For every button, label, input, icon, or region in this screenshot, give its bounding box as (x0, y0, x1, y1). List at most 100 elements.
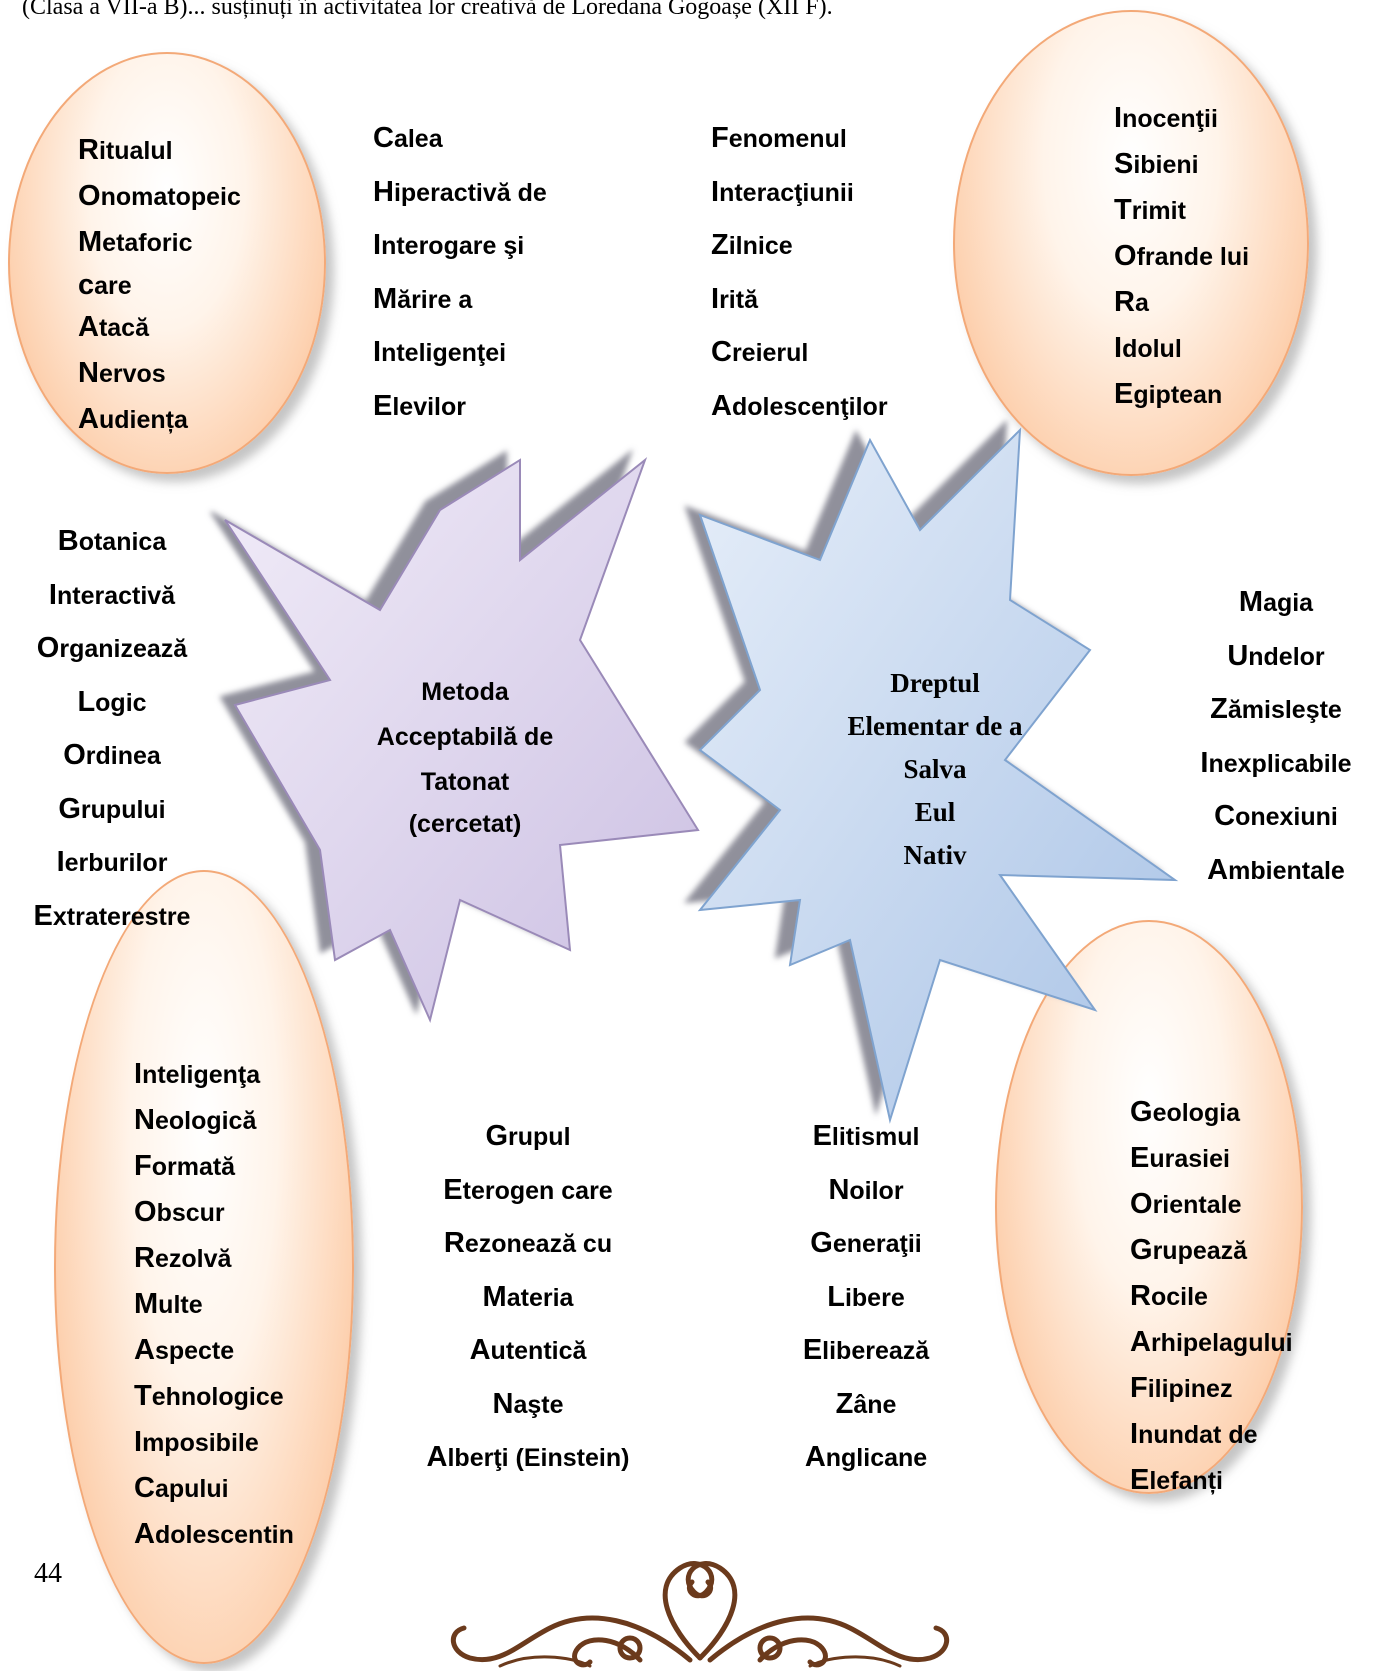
acrostic-word: Alberţi (Einstein) (426, 1441, 630, 1473)
acrostic-word: Logic (77, 685, 147, 718)
star-left-line: Acceptabilă de (376, 723, 554, 751)
acrostic-word: Conexiuni (1214, 800, 1338, 832)
acrostic-word: Extraterestre (33, 899, 191, 932)
acrostic-word: Formată (134, 1150, 236, 1182)
column-fenomenul: Fenomenul Interacţiunii Zilnice Irită Cr… (711, 112, 888, 433)
acrostic-word: Eurasiei (1130, 1142, 1230, 1174)
acrostic-word: Rezonează cu (443, 1227, 613, 1259)
acrostic-word: Orientale (1130, 1188, 1242, 1220)
column-calea: Calea Hiperactivă de Interogare şi Mărir… (373, 112, 547, 433)
acrostic-word: Noilor (828, 1173, 904, 1206)
acrostic-word: Adolescenţilor (711, 389, 888, 422)
acrostic-word: Creierul (711, 336, 809, 368)
header-caption: (Clasa a VII-a B)... susținuți în activi… (22, 0, 833, 20)
acrostic-word: Zilnice (711, 229, 793, 261)
acrostic-word: Undelor (1227, 639, 1325, 672)
acrostic-word: Elevilor (373, 389, 466, 422)
acrostic-word: Grupează (1130, 1234, 1248, 1266)
star-left-line: Metoda (421, 678, 509, 706)
star-left-text: Metoda Acceptabilă de Tatonat (cercetat) (340, 670, 590, 843)
acrostic-word: Autentică (469, 1334, 587, 1366)
oval-bottom-left-text: Inteligenţa Neologică Formată Obscur Rez… (134, 1052, 294, 1558)
star-right-text: Dreptul Elementar de a Salva Eul Nativ (800, 662, 1070, 877)
acrostic-word: Metaforic (78, 226, 193, 258)
acrostic-word: Zămisleşte (1210, 693, 1342, 725)
acrostic-word: Mărire a (373, 282, 473, 315)
acrostic-word: Interacţiunii (711, 175, 854, 208)
column-elitismul: Elitismul Noilor Generaţii Libere Eliber… (780, 1110, 952, 1485)
acrostic-word: Ra (1114, 286, 1149, 318)
acrostic-word: Inexplicabile (1200, 746, 1352, 779)
star-left-shape (224, 457, 700, 1024)
column-magia: Magia Undelor Zămisleşte Inexplicabile C… (1188, 576, 1364, 897)
acrostic-word: Inundat de (1130, 1418, 1258, 1450)
page-number: 44 (34, 1558, 62, 1589)
column-grupul: Grupul Eterogen care Rezonează cu Materi… (418, 1110, 638, 1485)
acrostic-word: Libere (827, 1280, 905, 1313)
acrostic-word: Rocile (1130, 1280, 1208, 1312)
acrostic-word: Grupului (58, 792, 166, 825)
acrostic-word: Ofrande lui (1114, 240, 1250, 272)
acrostic-word: Adolescentin (134, 1518, 294, 1550)
acrostic-word: Elitismul (812, 1120, 920, 1152)
star-right-line: Nativ (903, 840, 967, 870)
star-right-line: Dreptul (890, 668, 980, 698)
acrostic-word: Ritualul (78, 134, 173, 166)
oval-bottom-right (995, 920, 1303, 1494)
acrostic-word: Geologia (1130, 1096, 1241, 1128)
star-right-line: Salva (903, 754, 967, 784)
acrostic-word: Calea (373, 122, 443, 154)
acrostic-word: Rezolvă (134, 1242, 232, 1274)
ornament-flourish (451, 1561, 949, 1668)
acrostic-word: Hiperactivă de (373, 175, 547, 208)
column-botanica: Botanica Interactivă Organizează Logic O… (18, 515, 206, 943)
acrostic-word: Grupul (485, 1120, 571, 1152)
acrostic-word: Arhipelagului (1130, 1326, 1293, 1358)
acrostic-word: Tehnologice (134, 1380, 284, 1412)
acrostic-word: Materia (482, 1280, 574, 1313)
acrostic-word: Imposibile (134, 1426, 259, 1458)
acrostic-word: Inteligenţei (373, 336, 507, 368)
acrostic-word: Fenomenul (711, 122, 847, 154)
acrostic-word: Aspecte (134, 1334, 235, 1366)
acrostic-word: Audiența (78, 403, 188, 435)
acrostic-word: Eterogen care (443, 1173, 613, 1206)
acrostic-word: Ambientale (1207, 853, 1345, 886)
acrostic-word: Eliberează (802, 1334, 930, 1366)
acrostic-word: Irită (711, 282, 758, 315)
acrostic-word: Atacă (78, 311, 149, 343)
star-right-line: Elementar de a (847, 711, 1023, 741)
oval-top-right (953, 10, 1309, 476)
acrostic-word: Egiptean (1114, 378, 1223, 410)
acrostic-word: Inocenţii (1114, 102, 1218, 134)
acrostic-word: Sibieni (1114, 148, 1199, 180)
acrostic-word: Idolul (1114, 332, 1182, 364)
acrostic-word: Generaţii (810, 1227, 922, 1259)
acrostic-word: Interogare şi (373, 229, 525, 261)
acrostic-word: Capului (134, 1472, 229, 1504)
star-right-line: Eul (914, 797, 956, 827)
acrostic-word: Multe (134, 1288, 203, 1320)
acrostic-word: Anglicane (804, 1441, 928, 1473)
acrostic-word: Zâne (835, 1387, 897, 1420)
acrostic-word: Elefanți (1130, 1464, 1223, 1496)
acrostic-word: care (78, 269, 132, 301)
acrostic-word: Organizează (36, 632, 188, 664)
oval-top-right-text: Inocenţii Sibieni Trimit Ofrande lui Ra … (1114, 96, 1249, 418)
acrostic-word: Naşte (492, 1387, 564, 1420)
acrostic-word: Ierburilor (56, 846, 168, 878)
oval-bottom-right-text: Geologia Eurasiei Orientale Grupează Roc… (1130, 1090, 1293, 1504)
acrostic-word: Interactivă (48, 578, 176, 611)
oval-top-left-text: Ritualul Onomatopeic Metaforic care Atac… (78, 128, 241, 443)
acrostic-word: Inteligenţa (134, 1058, 261, 1090)
star-left-line: (cercetat) (408, 810, 522, 838)
acrostic-word: Trimit (1114, 194, 1186, 226)
star-left-line: Tatonat (420, 768, 510, 796)
acrostic-word: Neologică (134, 1104, 257, 1136)
acrostic-word: Magia (1238, 586, 1314, 618)
acrostic-word: Ordinea (63, 739, 161, 771)
acrostic-word: Onomatopeic (78, 180, 241, 212)
star-right-shape (697, 427, 1179, 1124)
acrostic-word: Botanica (57, 525, 167, 557)
